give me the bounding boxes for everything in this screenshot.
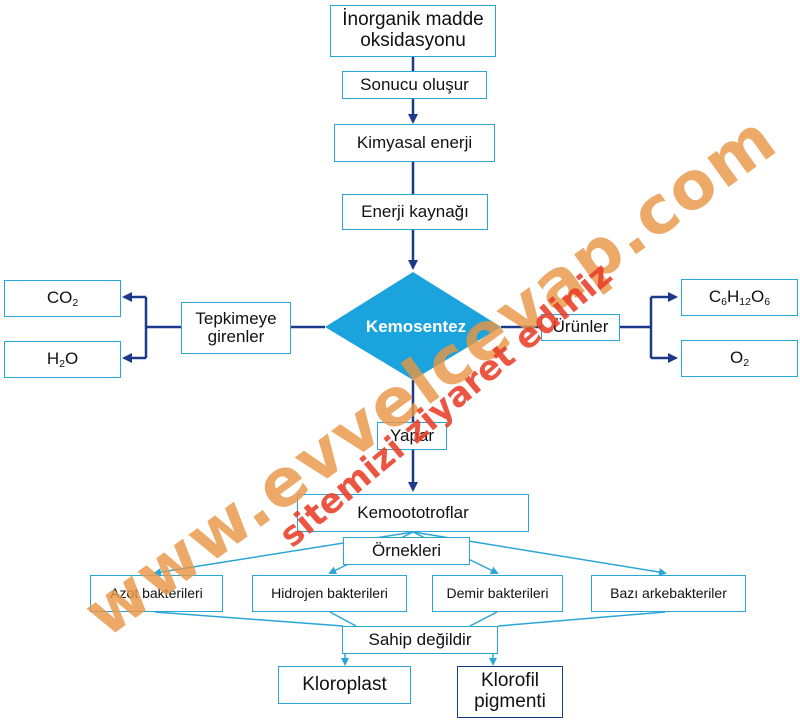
archaebacteria-box: Bazı arkebakteriler [591, 575, 746, 612]
co2-box: CO2 [4, 280, 121, 317]
o2-formula: O2 [729, 348, 750, 370]
inorganic-oxidation-label: İnorganik madde oksidasyonu [342, 9, 484, 51]
chemosynthesis-label: Kemosentez [365, 317, 467, 336]
energy-source-label: Enerji kaynağı [361, 201, 469, 221]
edge-nitrogen-lack [154, 611, 344, 627]
reactants-label: Tepkimeye girenler [195, 308, 277, 346]
o2-box: O2 [681, 340, 798, 377]
examples-label: Örnekleri [372, 540, 441, 560]
co2-formula: CO2 [46, 288, 79, 310]
products-box: Ürünler [541, 314, 620, 341]
chloroplast-box: Kloroplast [278, 666, 411, 704]
hydrogen-bacteria-label: Hidrojen bakterileri [271, 584, 388, 601]
makes-box: Yapar [377, 422, 447, 450]
iron-bacteria-box: Demir bakterileri [432, 575, 563, 612]
energy-source-box: Enerji kaynağı [342, 194, 488, 230]
nitrogen-bacteria-label: Azot bakterileri [110, 584, 203, 601]
inorganic-oxidation-box: İnorganik madde oksidasyonu [330, 5, 496, 57]
h2o-formula: H2O [46, 349, 79, 371]
chemoautotrophs-box: Kemoototroflar [297, 494, 529, 532]
makes-label: Yapar [389, 425, 435, 445]
glucose-box: C6H12O6 [681, 279, 798, 316]
do-not-have-label: Sahip değildir [368, 629, 472, 649]
chlorophyll-label: Klorofil pigmenti [474, 670, 546, 712]
h2o-box: H2O [4, 341, 121, 378]
chemical-energy-box: Kimyasal enerji [334, 124, 495, 162]
reactants-box: Tepkimeye girenler [181, 302, 291, 354]
edge-iron-lack [469, 611, 498, 627]
chemoautotrophs-label: Kemoototroflar [357, 502, 469, 522]
do-not-have-box: Sahip değildir [342, 626, 498, 654]
iron-bacteria-label: Demir bakterileri [446, 584, 549, 601]
products-label: Ürünler [552, 317, 609, 337]
chemosynthesis-diamond [325, 272, 501, 380]
nitrogen-bacteria-box: Azot bakterileri [90, 575, 223, 612]
result-forms-label: Sonucu oluşur [360, 74, 469, 94]
chemical-energy-label: Kimyasal enerji [356, 132, 473, 152]
glucose-formula: C6H12O6 [708, 287, 771, 309]
chlorophyll-box: Klorofil pigmenti [457, 666, 563, 718]
examples-box: Örnekleri [343, 537, 470, 565]
hydrogen-bacteria-box: Hidrojen bakterileri [252, 575, 407, 612]
edge-archaea-lack [497, 611, 666, 627]
edge-hydrogen-lack [329, 611, 357, 627]
result-forms-box: Sonucu oluşur [342, 71, 487, 99]
archaebacteria-label: Bazı arkebakteriler [610, 584, 727, 601]
chloroplast-label: Kloroplast [302, 673, 387, 695]
